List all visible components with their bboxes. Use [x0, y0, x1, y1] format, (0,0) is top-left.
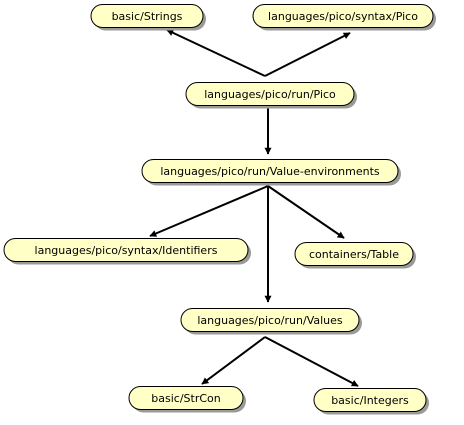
edge-run-pico-to-syntax-pico [264, 32, 351, 77]
node-label: containers/Table [309, 248, 399, 261]
node-label: languages/pico/syntax/Pico [268, 10, 418, 23]
edge-value-env-to-identifiers [149, 185, 269, 237]
node-box [180, 308, 360, 332]
node-label: basic/Integers [331, 394, 409, 407]
edge-run-pico-to-strings [166, 29, 266, 77]
node-label: basic/Strings [112, 10, 183, 23]
edge-values-to-strcon [201, 336, 266, 385]
node-identifiers: languages/pico/syntax/Identifiers [3, 238, 251, 265]
node-integers: basic/Integers [313, 388, 429, 415]
edges-layer [149, 29, 359, 387]
node-box [141, 159, 399, 183]
node-label: languages/pico/run/Values [197, 314, 343, 327]
node-label: basic/StrCon [151, 392, 220, 405]
node-values: languages/pico/run/Values [180, 308, 362, 335]
node-box [252, 4, 434, 28]
node-box [313, 388, 427, 412]
node-label: languages/pico/syntax/Identifiers [35, 244, 218, 257]
node-value-env: languages/pico/run/Value-environments [141, 159, 401, 186]
edge-values-to-integers [264, 336, 359, 387]
node-table: containers/Table [294, 242, 416, 269]
node-run-pico: languages/pico/run/Pico [185, 82, 357, 109]
nodes-layer: basic/Strings languages/pico/syntax/Pico l… [3, 4, 436, 415]
node-label: languages/pico/run/Value-environments [160, 165, 380, 178]
node-box [128, 386, 244, 410]
edge-value-env-to-table [267, 185, 345, 239]
node-strcon: basic/StrCon [128, 386, 246, 413]
node-box [294, 242, 414, 266]
node-box [3, 238, 249, 262]
node-syntax-pico: languages/pico/syntax/Pico [252, 4, 436, 31]
node-strings: basic/Strings [90, 4, 206, 31]
node-box [185, 82, 355, 106]
node-label: languages/pico/run/Pico [204, 88, 336, 101]
node-box [90, 4, 204, 28]
